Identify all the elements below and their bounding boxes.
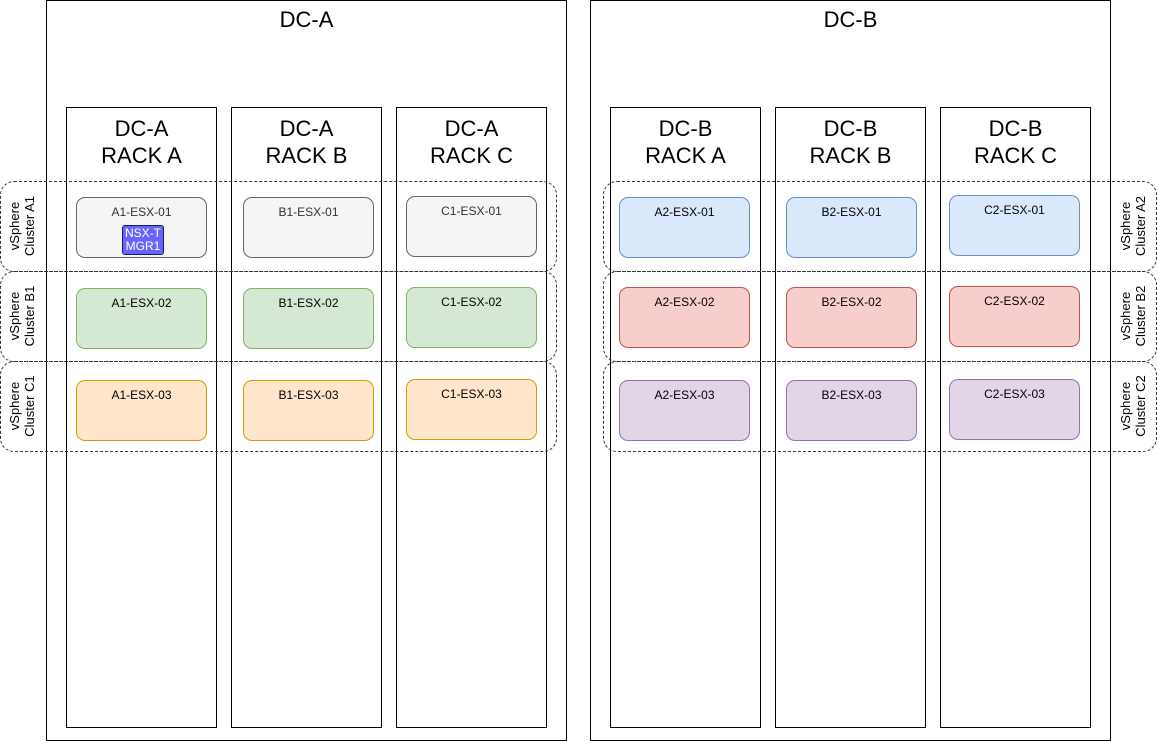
host-c2-esx-03[interactable]: C2-ESX-03 [949,379,1080,440]
host-label: B1-ESX-02 [278,296,339,310]
host-label: A1-ESX-02 [111,296,172,310]
host-label: A2-ESX-01 [654,205,715,219]
host-label: A2-ESX-02 [654,295,715,309]
cluster-b2-group [603,271,1157,362]
cluster-a1-group [0,181,557,272]
cluster-a2-group [603,181,1157,272]
host-a2-esx-01[interactable]: A2-ESX-01 [619,197,750,258]
host-label: B2-ESX-03 [821,388,882,402]
host-c1-esx-03[interactable]: C1-ESX-03 [406,379,537,440]
host-c1-esx-01[interactable]: C1-ESX-01 [406,196,537,257]
cluster-b1-group [0,271,557,362]
cluster-c1-group [0,361,557,452]
datacenter-title: DC-B [823,7,878,32]
host-label: B1-ESX-03 [278,388,339,402]
host-label: C1-ESX-03 [441,387,502,401]
host-label: C2-ESX-01 [984,203,1045,217]
host-b2-esx-03[interactable]: B2-ESX-03 [786,380,917,441]
host-a1-esx-03[interactable]: A1-ESX-03 [76,380,207,441]
host-label: C1-ESX-02 [441,295,502,309]
host-label: A1-ESX-03 [111,388,172,402]
host-b1-esx-02[interactable]: B1-ESX-02 [243,288,374,349]
host-label: C2-ESX-03 [984,387,1045,401]
host-a2-esx-02[interactable]: A2-ESX-02 [619,287,750,348]
host-b1-esx-03[interactable]: B1-ESX-03 [243,380,374,441]
host-label: B2-ESX-01 [821,205,882,219]
host-a2-esx-03[interactable]: A2-ESX-03 [619,380,750,441]
datacenter-title: DC-A [279,7,334,32]
host-label: A1-ESX-01 [111,205,172,219]
host-label: B2-ESX-02 [821,295,882,309]
host-a1-esx-02[interactable]: A1-ESX-02 [76,288,207,349]
host-label: C2-ESX-02 [984,294,1045,308]
host-label: C1-ESX-01 [441,204,502,218]
cluster-c2-group [603,361,1157,452]
host-c1-esx-02[interactable]: C1-ESX-02 [406,287,537,348]
host-c2-esx-02[interactable]: C2-ESX-02 [949,286,1080,347]
host-c2-esx-01[interactable]: C2-ESX-01 [949,195,1080,256]
host-b1-esx-01[interactable]: B1-ESX-01 [243,197,374,258]
host-label: A2-ESX-03 [654,388,715,402]
host-b2-esx-02[interactable]: B2-ESX-02 [786,287,917,348]
host-b2-esx-01[interactable]: B2-ESX-01 [786,197,917,258]
host-label: B1-ESX-01 [278,205,339,219]
